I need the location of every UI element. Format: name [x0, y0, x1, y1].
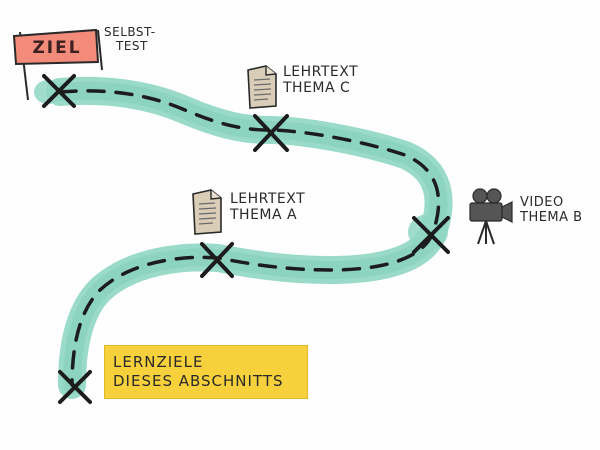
station-video-b-label: VIDEO THEMA B — [520, 195, 583, 226]
station-text-c-line2: THEMA C — [283, 80, 351, 97]
station-cross-text-c — [253, 114, 289, 152]
selftest-label-line2: TEST — [116, 38, 148, 53]
document-icon — [192, 189, 222, 235]
station-cross-video-b — [412, 216, 450, 254]
station-text-a-line1: LEHRTEXT — [230, 191, 306, 207]
learning-goals-box: LERNZIELE DIESES ABSCHNITTS — [104, 345, 308, 399]
station-video-b-line1: VIDEO — [520, 195, 564, 210]
document-icon — [247, 65, 277, 109]
selftest-label: SELBST- TEST — [104, 25, 156, 54]
learning-goals-line2: DIESES ABSCHNITTS — [113, 371, 284, 390]
station-text-a-label: LEHRTEXT THEMA A — [230, 191, 305, 223]
station-cross-goal — [42, 74, 76, 108]
video-camera-icon — [469, 188, 513, 245]
selftest-label-line1: SELBST- — [104, 25, 156, 39]
station-video-b-line2: THEMA B — [520, 209, 583, 225]
station-text-c-line1: LEHRTEXT — [283, 64, 359, 80]
station-text-a-line2: THEMA A — [230, 207, 298, 224]
station-text-c-label: LEHRTEXT THEMA C — [283, 64, 358, 96]
learning-goals-line1: LERNZIELE — [113, 353, 204, 371]
goal-flag-label: ZIEL — [32, 38, 82, 58]
flag-icon — [12, 28, 103, 101]
station-cross-text-a — [200, 242, 234, 278]
station-cross-start — [58, 370, 92, 404]
